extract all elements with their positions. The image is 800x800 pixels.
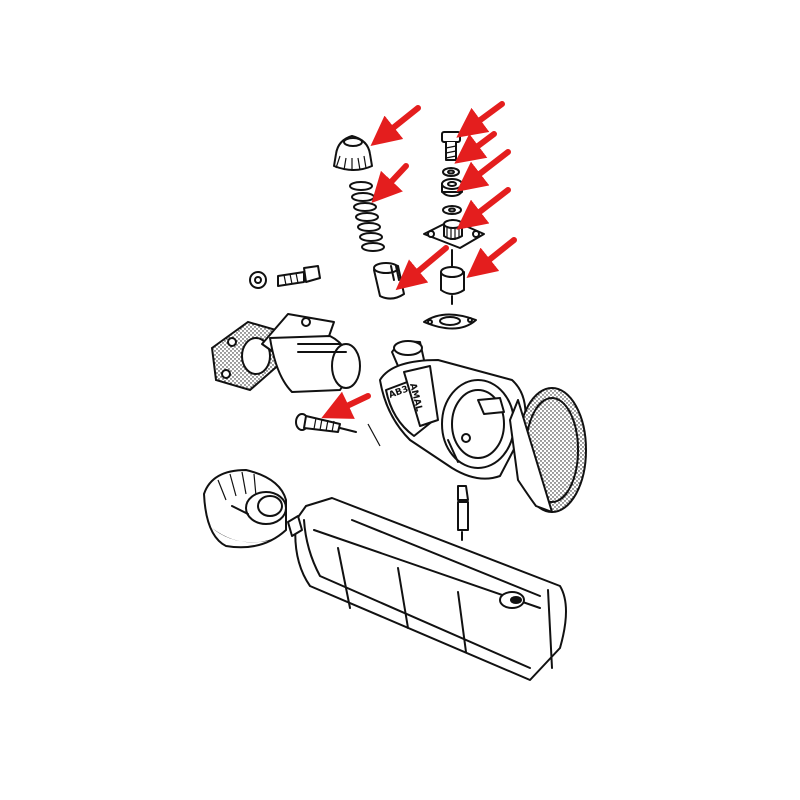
callout-arrow-banjo-washer-top bbox=[454, 131, 497, 164]
float-with-needle bbox=[440, 249, 465, 305]
fuel-tank bbox=[287, 497, 567, 681]
air-filter-cap bbox=[203, 469, 287, 549]
callout-arrow-throttle-slide bbox=[395, 245, 449, 291]
float-chamber-cover bbox=[423, 219, 485, 249]
banjo-washer-top bbox=[442, 167, 460, 177]
pilot-air-screw bbox=[295, 413, 381, 447]
throttle-slide bbox=[373, 262, 405, 300]
callout-arrow-banjo bbox=[456, 149, 511, 192]
throttle-spring bbox=[349, 181, 385, 252]
main-jet bbox=[457, 485, 469, 541]
banjo bbox=[441, 178, 463, 197]
float-chamber-gasket bbox=[423, 313, 477, 330]
callout-arrow-banjo-bolt bbox=[456, 101, 505, 138]
callout-arrow-throttle-spring bbox=[371, 163, 409, 204]
mixing-chamber-cap bbox=[333, 135, 373, 171]
callout-arrow-float-needle bbox=[466, 237, 517, 278]
callout-arrow-mixing-chamber-cap bbox=[370, 105, 421, 146]
banjo-washer-bottom bbox=[442, 205, 462, 215]
callout-arrows bbox=[321, 101, 517, 419]
banjo-bolt bbox=[441, 131, 461, 161]
air-filter bbox=[509, 387, 587, 513]
callout-arrow-banjo-washer-bottom bbox=[456, 187, 511, 230]
mounting-bolt bbox=[277, 265, 321, 287]
intake-flange bbox=[210, 313, 361, 393]
callout-arrow-pilot-air-screw bbox=[321, 391, 371, 419]
carburetor-body: AB3 AMAL bbox=[379, 340, 527, 480]
mounting-washer bbox=[249, 271, 267, 289]
